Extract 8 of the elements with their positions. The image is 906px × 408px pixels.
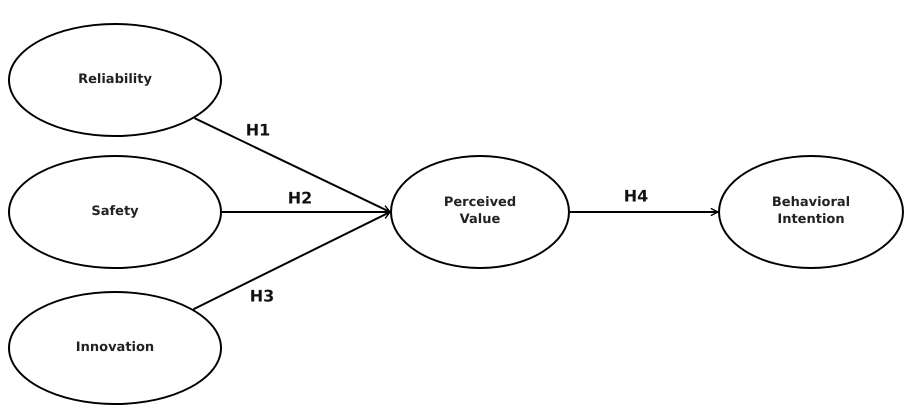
construct-label: Behavioral Intention xyxy=(770,195,852,229)
construct-label: Reliability xyxy=(78,72,152,88)
construct-label: Innovation xyxy=(76,340,154,356)
arrow xyxy=(194,117,391,213)
construct-label: Safety xyxy=(91,204,139,220)
construct-label: Perceived Value xyxy=(442,195,518,229)
arrow xyxy=(192,211,391,310)
arrow xyxy=(570,208,719,216)
